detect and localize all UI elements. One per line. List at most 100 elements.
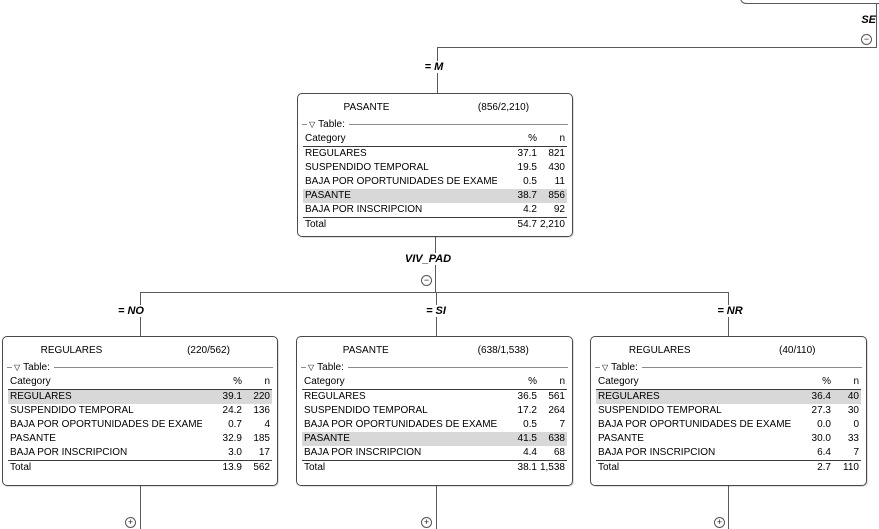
expand-toggle-icon[interactable]: + xyxy=(125,517,136,528)
column-header-percent: % xyxy=(528,133,537,144)
expand-toggle-icon[interactable]: + xyxy=(714,517,725,528)
total-percent: 54.7 xyxy=(517,219,537,230)
node-ratio: (40/110) xyxy=(778,345,816,356)
row-category: REGULARES xyxy=(10,391,72,402)
row-category: BAJA POR OPORTUNIDADES DE EXAMEN xyxy=(10,419,202,430)
node-header: REGULARES (220/562) xyxy=(3,343,277,358)
column-header-percent: % xyxy=(528,376,537,387)
total-n: 562 xyxy=(253,462,270,473)
row-n: 33 xyxy=(847,433,859,444)
row-percent: 0.5 xyxy=(523,176,537,187)
node-ratio: (638/1,538) xyxy=(477,345,529,356)
row-percent: 0.0 xyxy=(817,419,831,430)
divider xyxy=(303,146,567,147)
row-category: BAJA POR OPORTUNIDADES DE EXAMEN xyxy=(305,176,497,187)
branch-label-no: = NO xyxy=(116,305,146,317)
table-total-row: Total 13.9 562 xyxy=(8,461,272,475)
connector-line xyxy=(728,486,729,529)
tree-node-regulares-nr[interactable]: REGULARES (40/110) ▽Table: Category % n … xyxy=(590,336,867,486)
total-label: Total xyxy=(10,462,32,473)
row-percent: 4.4 xyxy=(523,447,537,458)
column-header-category: Category xyxy=(304,376,345,387)
row-category: SUSPENDIDO TEMPORAL xyxy=(10,405,134,416)
row-category: BAJA POR OPORTUNIDADES DE EXAMEN xyxy=(598,419,791,430)
table-row: BAJA POR OPORTUNIDADES DE EXAMEN 0.0 0 xyxy=(596,418,861,432)
row-category: PASANTE xyxy=(598,433,644,444)
table-legend-label: Table: xyxy=(23,362,50,373)
total-n: 110 xyxy=(843,462,859,473)
row-percent: 17.2 xyxy=(517,405,537,416)
total-label: Total xyxy=(304,462,326,473)
branch-label-m: = M xyxy=(422,61,446,73)
row-n: 0 xyxy=(853,419,859,430)
row-category: BAJA POR OPORTUNIDADES DE EXAMEN xyxy=(304,419,497,430)
table-row: SUSPENDIDO TEMPORAL 27.3 30 xyxy=(596,404,861,418)
divider xyxy=(302,389,567,390)
table-total-row: Total 54.7 2,210 xyxy=(303,218,567,232)
node-table-group: ▽Table: Category % n REGULARES 37.1 821 … xyxy=(302,118,568,232)
table-row-highlighted: PASANTE 41.5 638 xyxy=(302,432,567,446)
row-n: 430 xyxy=(548,162,565,173)
expand-toggle-icon[interactable]: + xyxy=(421,517,432,528)
row-category: BAJA POR INSCRIPCION xyxy=(304,447,422,458)
collapse-toggle-icon[interactable]: − xyxy=(421,275,432,286)
table-row: SUSPENDIDO TEMPORAL 17.2 264 xyxy=(302,404,567,418)
tree-node-regulares-no[interactable]: REGULARES (220/562) ▽Table: Category % n… xyxy=(2,336,278,486)
node-table-group: ▽Table: Category % n REGULARES 39.1 220 … xyxy=(7,361,273,475)
total-n: 1,538 xyxy=(539,462,565,473)
column-header-n: n xyxy=(853,376,859,387)
row-percent: 3.0 xyxy=(228,447,242,458)
table-row: SUSPENDIDO TEMPORAL 19.5 430 xyxy=(303,161,567,175)
table-collapse-control[interactable]: ▽Table: xyxy=(307,118,349,131)
connector-line xyxy=(436,486,437,529)
branch-label-si: = SI xyxy=(424,305,448,317)
column-header-percent: % xyxy=(233,376,242,387)
row-category: REGULARES xyxy=(305,148,367,159)
collapse-toggle-icon[interactable]: − xyxy=(861,34,872,45)
row-category: REGULARES xyxy=(598,391,660,402)
divider xyxy=(596,389,861,390)
column-header-n: n xyxy=(264,376,270,387)
row-percent: 19.5 xyxy=(517,162,537,173)
row-n: 220 xyxy=(253,391,270,402)
row-percent: 24.2 xyxy=(222,405,242,416)
total-label: Total xyxy=(305,219,327,230)
column-header-category: Category xyxy=(10,376,51,387)
row-n: 11 xyxy=(554,176,565,187)
table-row: BAJA POR INSCRIPCION 3.0 17 xyxy=(8,446,272,460)
table-row: BAJA POR INSCRIPCION 4.4 68 xyxy=(302,446,567,460)
table-total-row: Total 38.1 1,538 xyxy=(302,461,567,475)
total-label: Total xyxy=(598,462,620,473)
table-collapse-control[interactable]: ▽Table: xyxy=(600,361,642,374)
table-row: BAJA POR OPORTUNIDADES DE EXAMEN 0.7 4 xyxy=(8,418,272,432)
node-table-group: ▽Table: Category % n REGULARES 36.5 561 … xyxy=(301,361,568,475)
column-header-category: Category xyxy=(305,133,346,144)
table-legend-label: Table: xyxy=(318,119,345,130)
row-n: 561 xyxy=(548,391,565,402)
row-percent: 36.5 xyxy=(517,391,537,402)
table-row: REGULARES 36.5 561 xyxy=(302,390,567,404)
row-percent: 6.4 xyxy=(817,447,831,458)
row-n: 185 xyxy=(253,433,270,444)
connector-line xyxy=(876,3,877,48)
node-title: PASANTE xyxy=(343,102,390,113)
table-collapse-control[interactable]: ▽Table: xyxy=(12,361,54,374)
table-header-row: Category % n xyxy=(8,374,272,389)
table-row: BAJA POR INSCRIPCION 6.4 7 xyxy=(596,446,861,460)
node-ratio: (220/562) xyxy=(187,345,230,356)
triangle-down-icon: ▽ xyxy=(308,363,315,372)
divider xyxy=(302,460,567,461)
triangle-down-icon: ▽ xyxy=(14,363,21,372)
tree-node-pasante-root[interactable]: PASANTE (856/2,210) ▽Table: Category % n… xyxy=(297,93,573,237)
total-percent: 38.1 xyxy=(517,462,537,473)
tree-node-pasante-si[interactable]: PASANTE (638/1,538) ▽Table: Category % n… xyxy=(296,336,573,486)
node-table-group: ▽Table: Category % n REGULARES 36.4 40 S… xyxy=(595,361,862,475)
connector-line xyxy=(140,292,729,293)
divider xyxy=(303,217,567,218)
table-row: PASANTE 30.0 33 xyxy=(596,432,861,446)
connector-line xyxy=(140,486,141,529)
row-n: 7 xyxy=(559,419,565,430)
table-collapse-control[interactable]: ▽Table: xyxy=(306,361,348,374)
row-n: 68 xyxy=(553,447,565,458)
